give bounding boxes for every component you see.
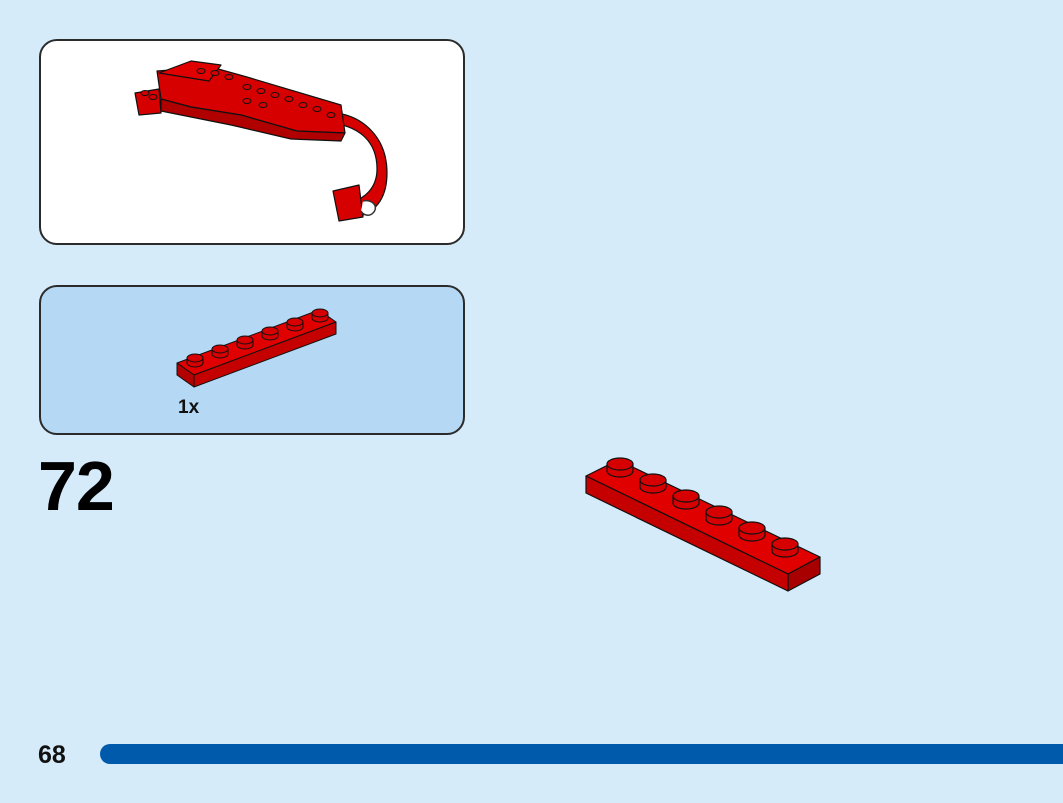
page-number: 68 xyxy=(38,741,66,769)
current-model-panel xyxy=(39,39,465,245)
progress-bar xyxy=(100,744,1063,764)
parts-list-panel: 1x xyxy=(39,285,465,435)
plate-1x6-icon xyxy=(176,308,337,388)
new-part-plate-1x6 xyxy=(585,457,821,592)
plate-studs xyxy=(186,308,329,368)
model-assembly-image xyxy=(134,60,388,222)
part-quantity: 1x xyxy=(178,397,200,418)
step-number: 72 xyxy=(38,447,115,525)
part-studs xyxy=(606,457,799,558)
